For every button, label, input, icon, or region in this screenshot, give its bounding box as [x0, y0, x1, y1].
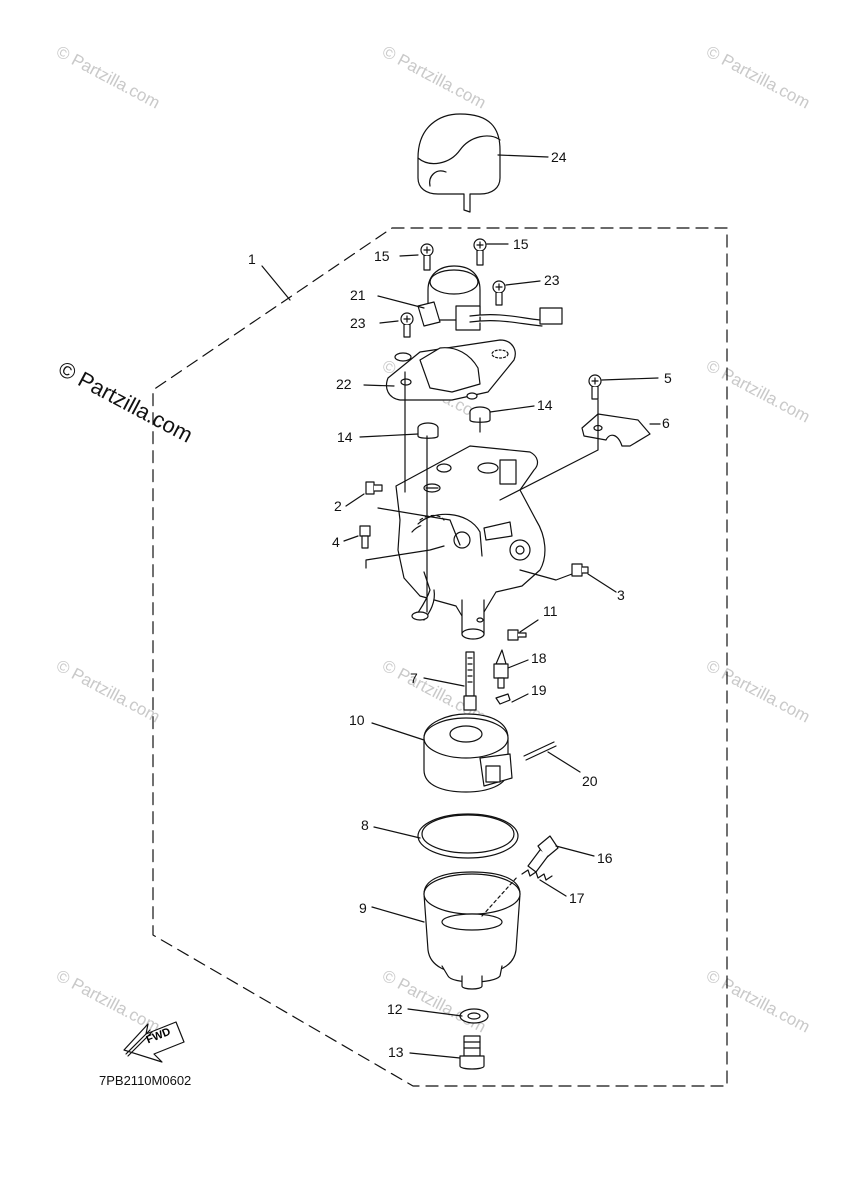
o-ring — [417, 813, 519, 859]
callout-2: 2 — [334, 498, 342, 514]
float — [423, 713, 513, 793]
callout-24: 24 — [551, 149, 567, 165]
leader-line — [497, 154, 549, 158]
callout-1: 1 — [248, 251, 256, 267]
leader-line — [371, 906, 425, 923]
clamp — [581, 413, 651, 447]
fwd-arrow — [123, 1021, 185, 1063]
leader-line — [423, 677, 465, 687]
callout-16: 16 — [597, 850, 613, 866]
leader-line — [373, 826, 421, 839]
leader-line — [377, 295, 425, 309]
leader-line — [363, 384, 395, 387]
drain-bolt — [459, 1035, 485, 1070]
callout-22: 22 — [336, 376, 352, 392]
callout-14: 14 — [337, 429, 353, 445]
float-needle — [493, 649, 511, 705]
float-bowl — [423, 871, 521, 990]
callout-15: 15 — [374, 248, 390, 264]
leader-line — [409, 1052, 461, 1059]
callout-18: 18 — [531, 650, 547, 666]
callout-8: 8 — [361, 817, 369, 833]
guide-line — [419, 514, 445, 521]
callout-10: 10 — [349, 712, 365, 728]
callout-23: 23 — [544, 272, 560, 288]
callout-7: 7 — [410, 670, 418, 686]
callout-15: 15 — [513, 236, 529, 252]
carburetor-body — [395, 445, 546, 640]
callout-11: 11 — [543, 603, 558, 619]
cover-cap — [417, 113, 501, 213]
float-pin — [523, 741, 557, 761]
leader-line — [359, 405, 535, 438]
callout-19: 19 — [531, 682, 547, 698]
leader-line — [379, 243, 659, 381]
callout-23: 23 — [350, 315, 366, 331]
callout-9: 9 — [359, 900, 367, 916]
drawing-code: 7PB2110M0602 — [99, 1073, 192, 1088]
solenoid — [417, 265, 563, 331]
leader-line — [539, 845, 595, 897]
guide-line — [404, 371, 599, 613]
leader-line — [547, 751, 581, 773]
leader-line — [343, 493, 617, 633]
nozzle — [463, 651, 477, 711]
callout-17: 17 — [569, 890, 585, 906]
bracket-plate — [385, 339, 516, 401]
leader-line — [371, 722, 425, 741]
callout-13: 13 — [388, 1044, 404, 1060]
drain-screw — [527, 835, 559, 873]
callout-6: 6 — [662, 415, 670, 431]
leader-line — [507, 659, 529, 703]
leader-line — [261, 265, 291, 301]
callout-3: 3 — [617, 587, 625, 603]
leader-line — [407, 1008, 463, 1017]
callout-14: 14 — [537, 397, 553, 413]
assembly-boundary — [152, 227, 728, 1087]
callout-21: 21 — [350, 287, 366, 303]
callout-12: 12 — [387, 1001, 403, 1017]
screw — [400, 238, 602, 400]
callout-4: 4 — [332, 534, 340, 550]
spring — [521, 869, 553, 881]
guide-line — [365, 507, 573, 581]
small-screw — [359, 481, 589, 641]
grommet — [417, 406, 491, 439]
callout-20: 20 — [582, 773, 598, 789]
callout-5: 5 — [664, 370, 672, 386]
washer — [459, 1008, 489, 1024]
